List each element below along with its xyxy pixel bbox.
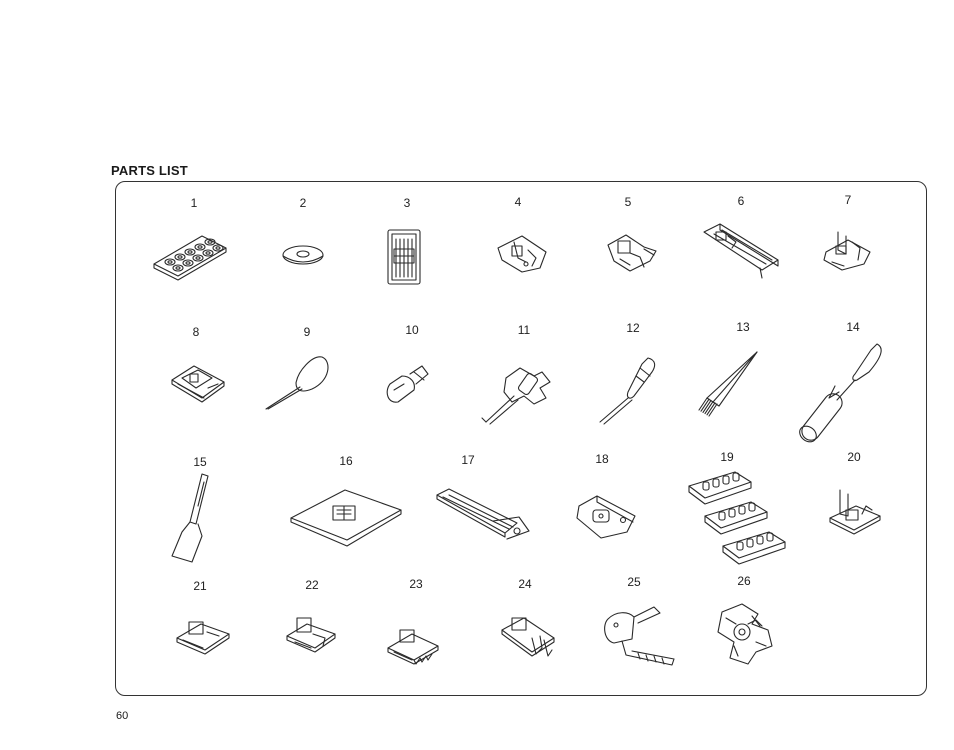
part-number: 14 bbox=[846, 320, 860, 334]
blind-stitch-foot-icon bbox=[173, 612, 233, 656]
part-number: 18 bbox=[595, 452, 609, 466]
part-number: 22 bbox=[305, 578, 319, 592]
part-number: 17 bbox=[461, 453, 475, 467]
part-number: 19 bbox=[720, 450, 734, 464]
rolled-hem-foot-icon bbox=[826, 486, 882, 538]
piping-foot-icon bbox=[498, 608, 558, 664]
overcasting-foot-icon bbox=[818, 226, 876, 274]
part-number: 26 bbox=[737, 574, 751, 588]
cording-foot-icon bbox=[283, 612, 339, 658]
satin-stitch-foot-icon bbox=[600, 227, 660, 277]
parts-frame bbox=[115, 181, 927, 696]
screwdriver-wrench-icon bbox=[476, 358, 556, 426]
darning-plate-icon bbox=[287, 484, 403, 548]
seam-ripper-icon bbox=[795, 340, 885, 440]
part-number: 2 bbox=[299, 196, 307, 210]
part-number: 25 bbox=[627, 575, 641, 589]
spool-cap-washer-icon bbox=[280, 243, 326, 267]
part-number: 8 bbox=[192, 325, 200, 339]
part-number: 1 bbox=[190, 196, 198, 210]
section-title: PARTS LIST bbox=[111, 163, 188, 178]
lint-brush-icon bbox=[683, 350, 761, 420]
needle-threader-icon bbox=[262, 353, 332, 411]
small-screwdriver-icon bbox=[590, 354, 662, 426]
page-number: 60 bbox=[116, 710, 129, 722]
part-number: 7 bbox=[844, 193, 852, 207]
part-number: 11 bbox=[517, 323, 531, 337]
part-number: 24 bbox=[518, 577, 532, 591]
bobbins-icon bbox=[150, 228, 230, 280]
part-number: 15 bbox=[193, 455, 207, 469]
part-number: 10 bbox=[405, 323, 419, 337]
oiler-icon bbox=[168, 472, 218, 562]
blind-hem-foot-long-icon bbox=[700, 220, 782, 282]
part-number: 13 bbox=[736, 320, 750, 334]
walking-foot-icon bbox=[598, 603, 678, 667]
part-number: 12 bbox=[626, 321, 640, 335]
button-sewing-foot-icon bbox=[573, 488, 641, 542]
part-number: 6 bbox=[737, 194, 745, 208]
part-number: 23 bbox=[409, 577, 423, 591]
buttonhole-guide-foot-icon bbox=[433, 487, 533, 543]
cam-set-icon bbox=[685, 472, 785, 568]
part-number: 20 bbox=[847, 450, 861, 464]
part-number: 5 bbox=[624, 195, 632, 209]
part-number: 3 bbox=[403, 196, 411, 210]
needle-pack-icon bbox=[384, 227, 424, 287]
part-number: 9 bbox=[303, 325, 311, 339]
part-number: 21 bbox=[193, 579, 207, 593]
zipper-foot-icon bbox=[492, 228, 552, 278]
light-bulb-icon bbox=[380, 360, 432, 406]
gathering-foot-icon bbox=[384, 618, 442, 666]
part-number: 4 bbox=[514, 195, 522, 209]
part-number: 16 bbox=[339, 454, 353, 468]
darning-foot-icon bbox=[712, 602, 778, 668]
buttonhole-foot-icon bbox=[168, 358, 228, 404]
